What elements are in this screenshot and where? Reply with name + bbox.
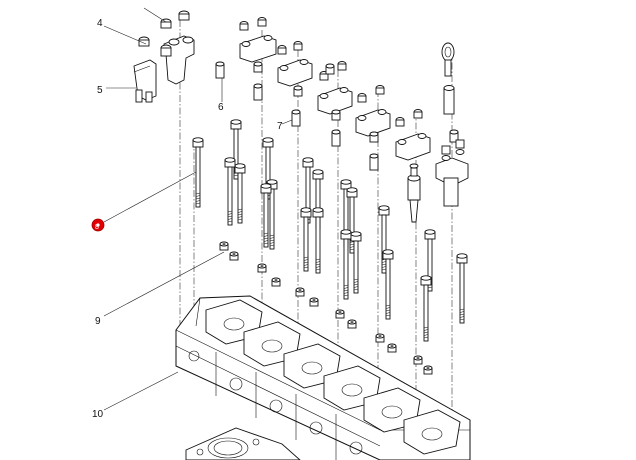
head-bolts [192,119,468,342]
callout-10[interactable]: 10 [92,409,104,420]
rocker-brackets [239,17,431,161]
head-bolt [234,163,246,224]
head-bolt [192,137,204,208]
callout-7[interactable]: 7 [277,121,283,132]
bracket-2 [277,41,313,87]
callout-4[interactable]: 4 [97,18,103,29]
callout-9[interactable]: 9 [95,316,101,327]
head-bolt [312,207,324,274]
callout-labels: 4 5 6 7 8 9 10 [92,18,283,420]
head-gasket [185,427,301,460]
callout-6[interactable]: 6 [218,102,224,113]
callout-5[interactable]: 5 [97,85,103,96]
injector-assembly [407,163,421,223]
nuts [219,241,433,375]
bracket-3 [317,61,353,115]
nut [423,365,433,375]
nut [295,287,305,297]
cylinder-head [175,295,471,460]
highlight-marker[interactable] [91,218,105,232]
nut [375,333,385,343]
head-bolt [420,275,432,342]
nut [387,343,397,353]
nut [335,309,345,319]
head-bolt [224,157,236,226]
highlight-dot-center [96,223,100,227]
nut [229,251,239,261]
head-bolt [382,249,394,320]
bracket-4 [355,85,391,137]
bracket-1 [239,17,277,63]
head-bolt [340,229,352,300]
bracket-5 [395,109,431,161]
lifting-eye-assembly [435,42,469,207]
spacer-sleeves [215,61,379,171]
callout-8[interactable]: 8 [95,224,99,231]
head-bolt [456,253,468,324]
nut [257,263,267,273]
nut [219,241,229,251]
nut [271,277,281,287]
head-bolt [378,205,390,274]
rocker-bracket-assembly [133,10,195,103]
head-bolt [300,207,312,272]
leader-lines [103,7,293,411]
nut [309,297,319,307]
head-bolt [260,183,272,248]
head-bolt [350,231,362,294]
head-bolt [346,187,358,254]
head-sections [188,299,461,460]
nut [347,319,357,329]
nut [413,355,423,365]
